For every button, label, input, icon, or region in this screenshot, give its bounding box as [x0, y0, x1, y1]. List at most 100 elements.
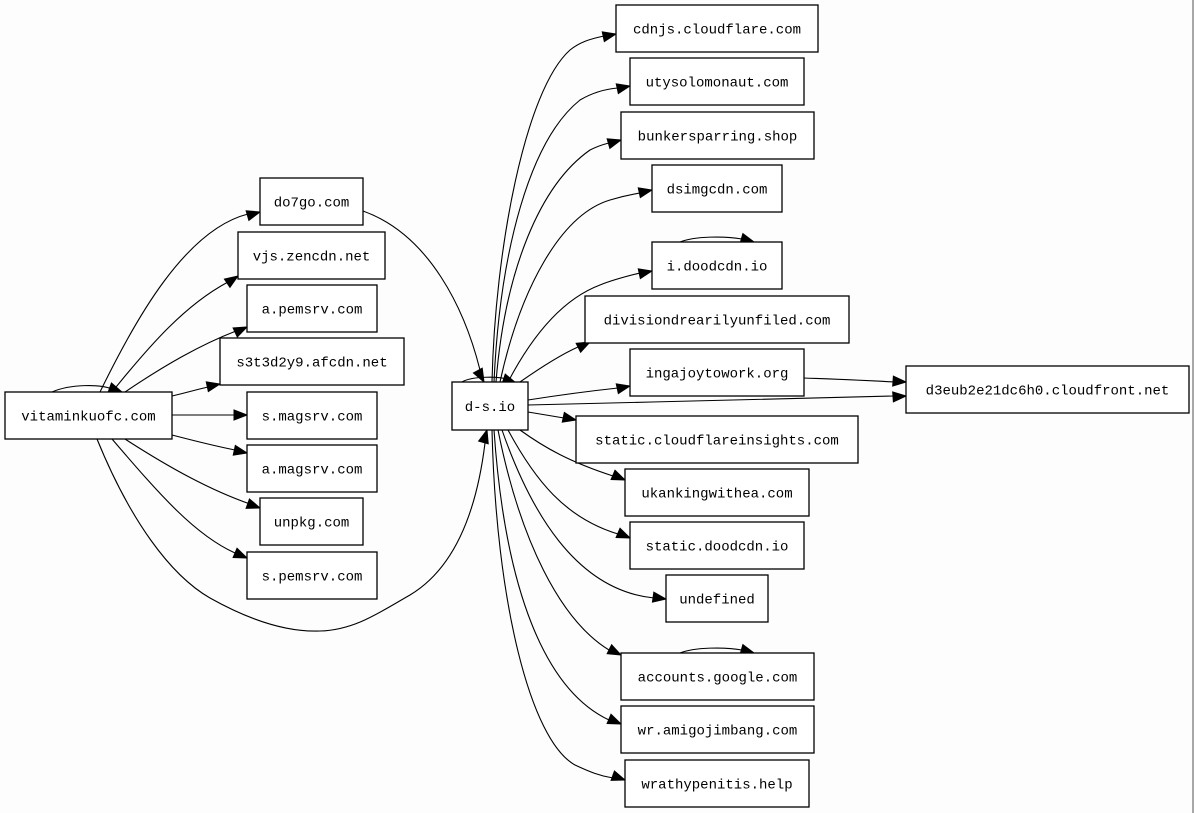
- node-label: ukankingwithea.com: [641, 487, 792, 503]
- node-box: [651, 164, 783, 213]
- node-label: wrathypenitis.help: [641, 778, 792, 794]
- node-amagsrv[interactable]: a.magsrv.com: [246, 444, 378, 493]
- node-label: a.pemsrv.com: [262, 303, 363, 319]
- self-loop-edge-idood-to-idood: [679, 232, 756, 244]
- node-spemsrv[interactable]: s.pemsrv.com: [246, 551, 378, 600]
- edge-inga-to-d3eub: [803, 375, 908, 387]
- node-google[interactable]: accounts.google.com: [620, 652, 815, 701]
- edge-line: [679, 236, 743, 243]
- node-box: [451, 381, 529, 431]
- node-unpkg[interactable]: unpkg.com: [259, 497, 364, 546]
- edge-vitaminkuofc-to-amagsrv: [171, 434, 249, 456]
- node-sdood[interactable]: static.doodcdn.io: [629, 521, 805, 570]
- node-label: dsimgcdn.com: [667, 183, 768, 199]
- node-box: [259, 177, 364, 226]
- edge-ds-to-amigo: [493, 429, 623, 725]
- arrowhead-icon: [615, 383, 632, 395]
- node-idood[interactable]: i.doodcdn.io: [651, 241, 783, 290]
- arrowhead-icon: [615, 83, 632, 95]
- arrowhead-icon: [610, 770, 627, 781]
- arrowhead-icon: [477, 428, 489, 445]
- edge-ds-to-inga: [527, 383, 632, 401]
- node-label: accounts.google.com: [638, 671, 798, 687]
- node-box: [246, 551, 378, 600]
- node-ukank[interactable]: ukankingwithea.com: [624, 468, 810, 517]
- node-smagsrv[interactable]: s.magsrv.com: [246, 391, 378, 440]
- edge-vitaminkuofc-to-spemsrv: [111, 438, 249, 559]
- edge-line: [527, 387, 619, 401]
- edge-line: [803, 377, 895, 383]
- node-apemsrv[interactable]: a.pemsrv.com: [246, 284, 378, 333]
- arrowhead-icon: [223, 275, 240, 289]
- edge-line: [111, 281, 229, 393]
- node-label: bunkersparring.shop: [638, 130, 798, 146]
- arrowhead-icon: [232, 547, 249, 559]
- edge-vitaminkuofc-to-unpkg: [124, 438, 262, 509]
- edge-ds-to-undef: [501, 429, 668, 603]
- arrowhead-icon: [233, 409, 249, 421]
- edge-ds-to-utys: [493, 83, 632, 383]
- nodes-layer: vitaminkuofc.com do7go.com vjs.zencdn.net a…: [4, 4, 1190, 808]
- node-box: [620, 111, 815, 160]
- edge-ds-to-cfinsights: [527, 411, 578, 423]
- node-label: cdnjs.cloudflare.com: [633, 23, 801, 39]
- arrowhead-icon: [575, 341, 592, 354]
- node-box: [620, 652, 815, 701]
- edge-line: [493, 87, 619, 383]
- node-inga[interactable]: ingajoytowork.org: [629, 348, 805, 397]
- node-wrathy[interactable]: wrathypenitis.help: [624, 759, 810, 808]
- node-vjs[interactable]: vjs.zencdn.net: [237, 231, 386, 280]
- edge-line: [501, 429, 655, 599]
- node-amigo[interactable]: wr.amigojimbang.com: [620, 705, 815, 754]
- node-box: [629, 348, 805, 397]
- edge-ds-to-d3eub: [527, 391, 908, 406]
- edge-ds-to-wrathy: [491, 429, 627, 781]
- node-label: divisiondrearilyunfiled.com: [604, 314, 831, 330]
- edge-ds-to-ukank: [519, 429, 627, 481]
- node-label: undefined: [679, 593, 755, 609]
- node-box: [219, 337, 405, 386]
- edge-vitaminkuofc-to-smagsrv: [172, 409, 249, 421]
- node-label: s.pemsrv.com: [262, 570, 363, 586]
- node-cdnjs[interactable]: cdnjs.cloudflare.com: [615, 4, 819, 53]
- arrowhead-icon: [637, 268, 654, 280]
- node-dsimg[interactable]: dsimgcdn.com: [651, 164, 783, 213]
- node-bunker[interactable]: bunkersparring.shop: [620, 111, 815, 160]
- edge-line: [507, 272, 641, 383]
- edge-line: [99, 213, 249, 393]
- edge-line: [51, 385, 113, 393]
- arrowhead-icon: [651, 591, 668, 603]
- node-label: utysolomonaut.com: [646, 76, 789, 92]
- edge-line: [491, 35, 605, 383]
- arrowhead-icon: [245, 498, 262, 509]
- arrowhead-icon: [606, 713, 623, 725]
- node-utys[interactable]: utysolomonaut.com: [629, 57, 805, 106]
- edge-ds-to-cdnjs: [491, 31, 618, 383]
- node-label: vjs.zencdn.net: [253, 250, 371, 266]
- edge-line: [111, 438, 236, 554]
- arrowhead-icon: [245, 210, 262, 222]
- node-do7go[interactable]: do7go.com: [259, 177, 364, 226]
- edge-ds-to-google: [497, 429, 623, 656]
- node-s3t3[interactable]: s3t3d2y9.afcdn.net: [219, 337, 405, 386]
- edge-line: [519, 429, 614, 477]
- arrowhead-icon: [472, 367, 485, 384]
- edge-ds-to-sdood: [507, 429, 632, 539]
- node-box: [624, 759, 810, 808]
- node-undef[interactable]: undefined: [665, 574, 769, 623]
- node-d3eub[interactable]: d3eub2e21dc6h0.cloudfront.net: [905, 365, 1190, 414]
- node-box: [629, 521, 805, 570]
- node-label: wr.amigojimbang.com: [638, 724, 798, 740]
- node-label: do7go.com: [274, 196, 350, 212]
- arrowhead-icon: [205, 381, 222, 393]
- arrowhead-icon: [232, 326, 249, 338]
- node-label: static.cloudflareinsights.com: [595, 434, 839, 450]
- node-ds[interactable]: d-s.io: [451, 381, 529, 431]
- node-division[interactable]: divisiondrearilyunfiled.com: [584, 295, 850, 344]
- node-vitaminkuofc[interactable]: vitaminkuofc.com: [4, 391, 173, 440]
- node-cfinsights[interactable]: static.cloudflareinsights.com: [575, 415, 859, 464]
- node-box: [905, 365, 1190, 414]
- node-box: [584, 295, 850, 344]
- node-box: [620, 705, 815, 754]
- edge-vitaminkuofc-to-vjs: [111, 275, 240, 393]
